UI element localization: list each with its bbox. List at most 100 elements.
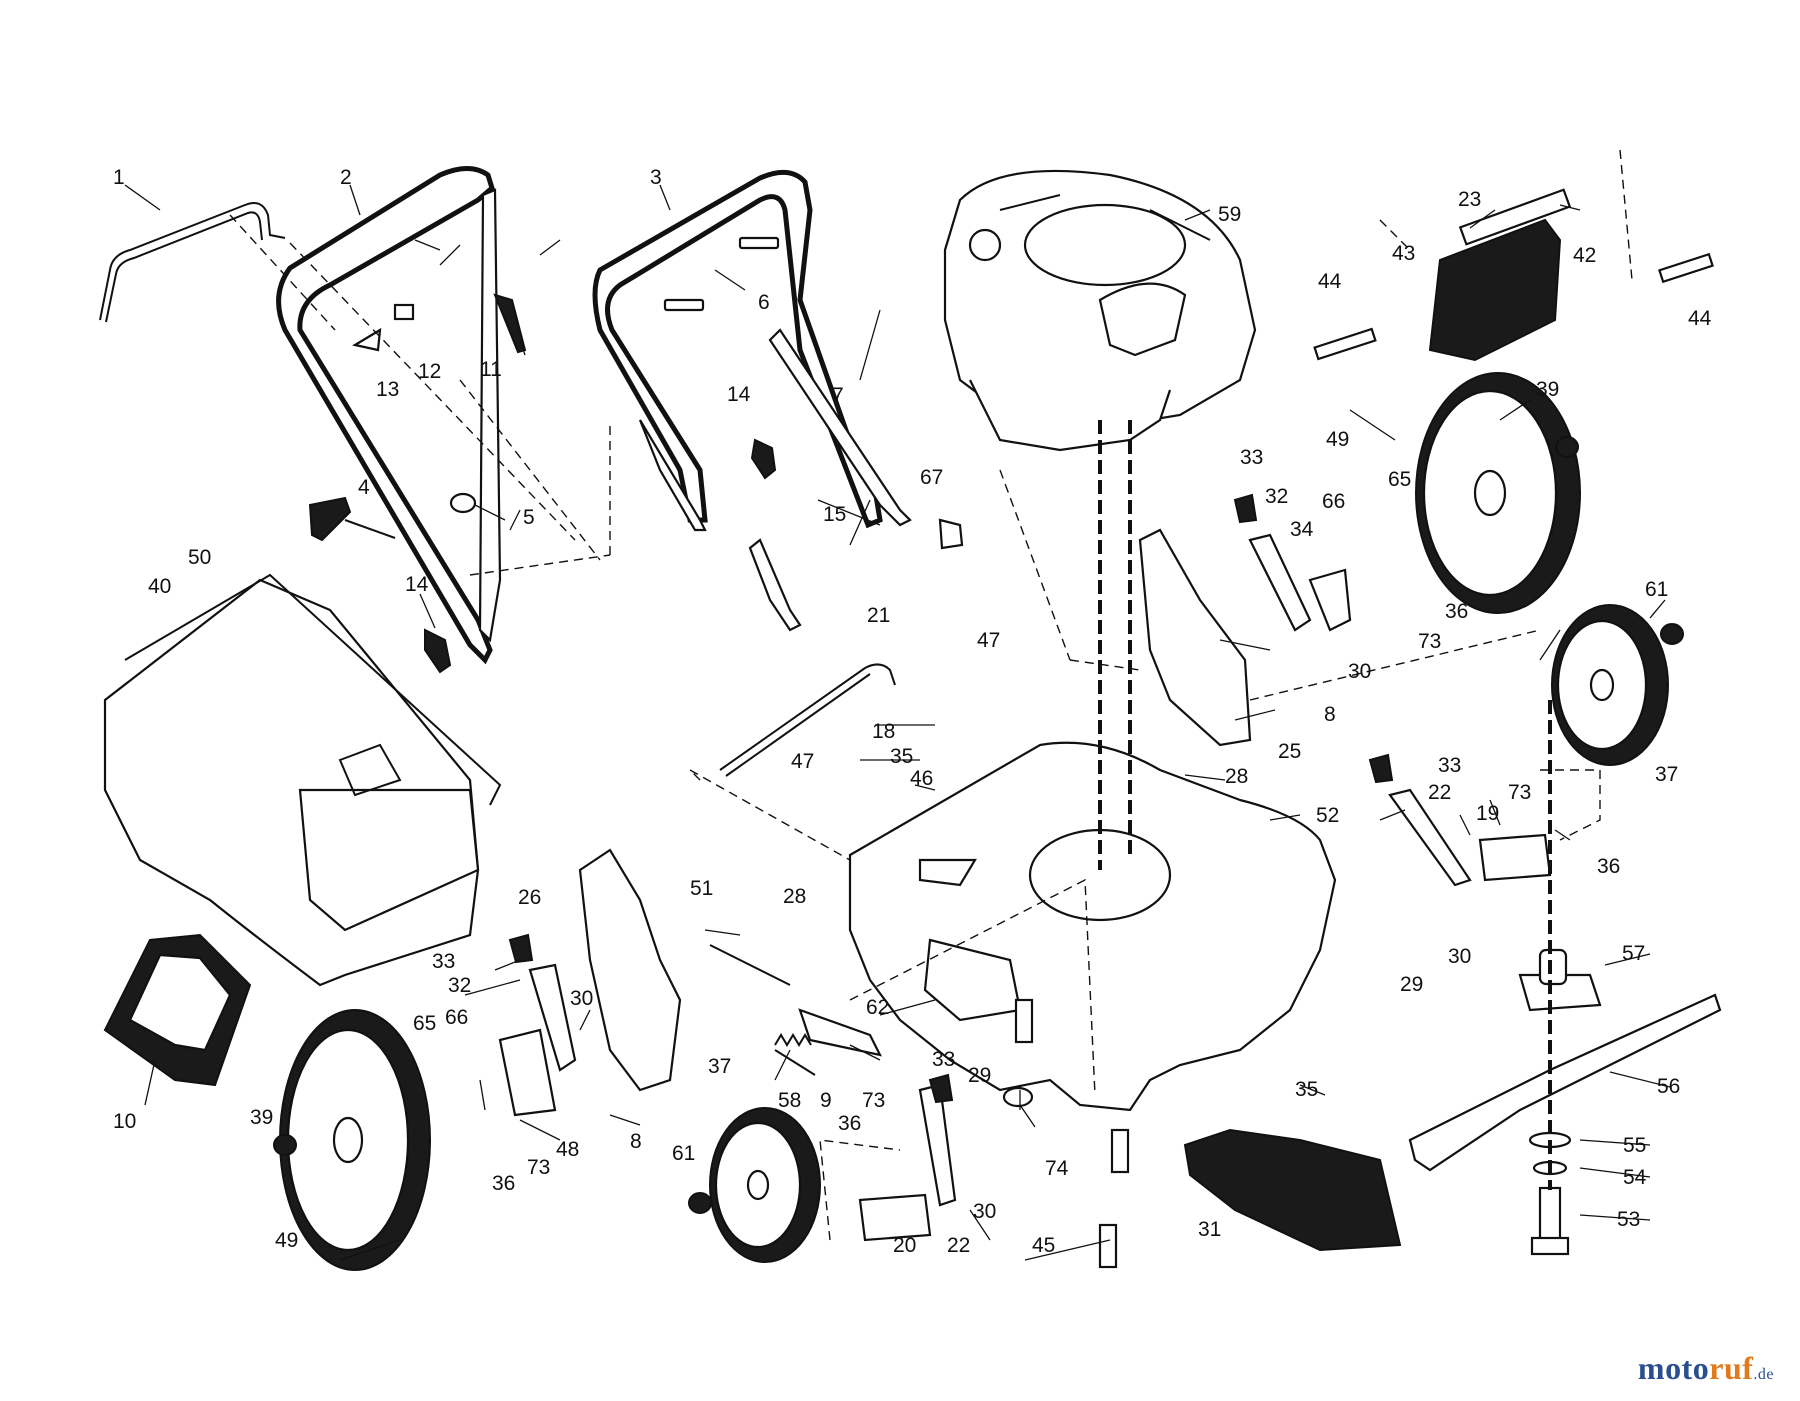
callout-8-right: 8	[1324, 703, 1336, 726]
callout-46: 46	[910, 767, 933, 790]
rear-wheel-49-left	[279, 1009, 431, 1271]
engine	[943, 169, 1257, 452]
callout-6: 6	[758, 291, 770, 314]
callout-36-right-b: 36	[1597, 855, 1620, 878]
spring-58	[774, 1033, 812, 1047]
callout-35-upper: 35	[890, 745, 913, 768]
callout-44-right: 44	[1688, 307, 1712, 330]
callout-23: 23	[1458, 188, 1481, 211]
callout-10: 10	[113, 1110, 136, 1133]
adjuster-clips-33	[508, 493, 1394, 1104]
callout-25: 25	[1278, 740, 1301, 763]
callout-51: 51	[690, 877, 713, 900]
blade-adapter-57	[1518, 948, 1602, 1012]
front-wheel-37-right	[1551, 604, 1669, 766]
callout-4: 4	[358, 476, 370, 499]
callout-47-lower: 47	[791, 750, 814, 773]
callout-52: 52	[1316, 804, 1339, 827]
callout-22-right: 22	[1428, 781, 1451, 804]
callout-65-right: 65	[1388, 468, 1411, 491]
callout-8-left: 8	[630, 1130, 642, 1153]
callout-47-upper: 47	[977, 629, 1000, 652]
callout-3: 3	[650, 166, 662, 189]
callout-43: 43	[1392, 242, 1415, 265]
callout-57: 57	[1622, 942, 1645, 965]
callout-11: 11	[480, 358, 502, 381]
blade-56	[1408, 993, 1722, 1172]
assembly-lines	[229, 149, 1633, 1241]
callout-36-left-a: 36	[492, 1172, 515, 1195]
callout-21: 21	[867, 604, 890, 627]
adjuster-levers	[528, 533, 1472, 1207]
watermark-part-2: ruf	[1709, 1350, 1754, 1386]
watermark-part-1: moto	[1637, 1350, 1710, 1386]
callout-28-left: 28	[783, 885, 806, 908]
callout-73-left-b: 73	[862, 1089, 885, 1112]
callout-33-right-b: 33	[1438, 754, 1461, 777]
front-wheel-37-left	[709, 1107, 821, 1263]
bracket-34-20-19-48	[498, 568, 1552, 1242]
rod-51	[709, 944, 791, 986]
wheel-nuts	[273, 436, 1684, 1214]
callout-53: 53	[1617, 1208, 1640, 1231]
callout-61-right: 61	[1645, 578, 1668, 601]
watermark-suffix: .de	[1753, 1366, 1774, 1383]
callout-33-right-a: 33	[1240, 446, 1263, 469]
callout-32-left: 32	[448, 974, 471, 997]
rear-flap	[1428, 188, 1572, 362]
callout-29-left: 29	[968, 1064, 991, 1087]
callout-61-left: 61	[672, 1142, 695, 1165]
callout-14-lower: 14	[405, 573, 429, 596]
callout-56: 56	[1657, 1075, 1680, 1098]
callout-36-right-a: 36	[1445, 600, 1468, 623]
callout-30-left-b: 30	[973, 1200, 996, 1223]
rear-bolts	[1313, 252, 1714, 361]
callout-73-right-a: 73	[1418, 630, 1441, 653]
handle-knob-14-left	[424, 628, 452, 674]
grass-catcher	[103, 573, 502, 987]
front-axle-bracket-9	[774, 1008, 883, 1076]
callout-28-right: 28	[1225, 765, 1248, 788]
mulch-plug-31	[1183, 1128, 1402, 1252]
callout-34: 34	[1290, 518, 1314, 541]
mower-deck	[848, 741, 1337, 1112]
callout-31: 31	[1198, 1218, 1221, 1241]
callout-62: 62	[866, 996, 889, 1019]
callout-42: 42	[1573, 244, 1596, 267]
callout-49-right: 49	[1326, 428, 1349, 451]
nut-5	[449, 492, 477, 514]
callout-labels: 1 2 3 4 5 6 7 8 8 9 10 11 12 13 14 14 15…	[113, 166, 1712, 1257]
callout-30-right-a: 30	[1348, 660, 1371, 683]
handle-knob-14-right	[750, 438, 777, 480]
callout-54: 54	[1623, 1166, 1647, 1189]
callout-19: 19	[1476, 802, 1499, 825]
cable-clip-67	[938, 518, 964, 550]
callout-45: 45	[1032, 1234, 1055, 1257]
callout-32-right: 32	[1265, 485, 1288, 508]
callout-73-right-b: 73	[1508, 781, 1531, 804]
callout-13: 13	[376, 378, 399, 401]
callout-67: 67	[920, 466, 943, 489]
upper-handle	[592, 169, 912, 632]
callout-5: 5	[523, 506, 535, 529]
callout-48: 48	[556, 1138, 579, 1161]
callout-18: 18	[872, 720, 895, 743]
callout-66-right: 66	[1322, 490, 1345, 513]
callout-73-left-a: 73	[527, 1156, 550, 1179]
callout-58: 58	[778, 1089, 801, 1112]
deck-bolts-45	[1014, 998, 1130, 1269]
callout-30-left-a: 30	[570, 987, 593, 1010]
callout-59: 59	[1218, 203, 1241, 226]
control-bar	[99, 202, 286, 323]
callout-35-lower: 35	[1295, 1078, 1318, 1101]
callout-30-right-b: 30	[1448, 945, 1471, 968]
callout-29-right: 29	[1400, 973, 1423, 996]
spacer-74	[1002, 1086, 1034, 1108]
callout-7: 7	[832, 384, 844, 407]
callout-26: 26	[518, 886, 541, 909]
callout-39-right: 39	[1536, 378, 1559, 401]
drive-shaft-line	[1098, 420, 1132, 870]
callout-14-upper: 14	[727, 383, 751, 406]
callout-39-left: 39	[250, 1106, 273, 1129]
callout-15: 15	[823, 503, 846, 526]
